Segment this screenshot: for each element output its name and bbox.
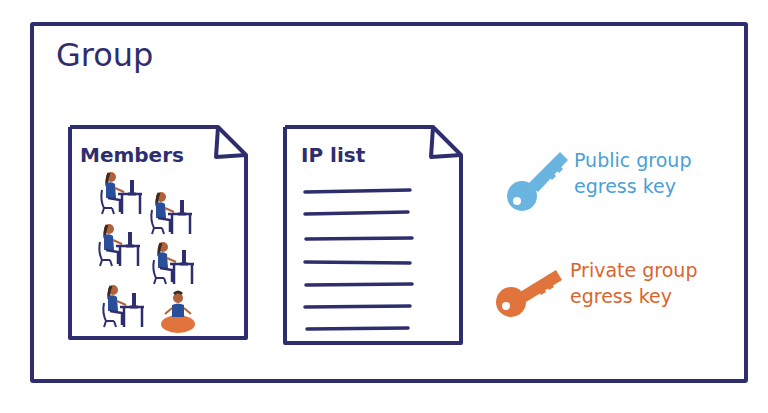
ip-list-lines — [305, 262, 410, 263]
member-figures — [161, 292, 195, 333]
ip-list-lines — [305, 212, 408, 214]
ip-list-lines — [305, 190, 410, 192]
private-key-icon — [496, 270, 562, 317]
private-key-icon — [520, 270, 562, 302]
page-border — [285, 127, 461, 343]
document-page: IP list — [283, 125, 463, 345]
document-page: Members — [68, 125, 248, 340]
member-figures — [101, 172, 142, 214]
private-key-icon — [502, 302, 510, 310]
document-title: IP list — [301, 143, 365, 167]
ip-list-lines — [306, 284, 412, 285]
ip-list-lines — [307, 328, 408, 329]
private-key-icon — [543, 277, 554, 290]
member-figures — [99, 172, 195, 333]
private-key-icon — [535, 282, 546, 295]
member-figures — [151, 192, 192, 234]
ip-list-lines — [305, 190, 412, 329]
key-label: Public group egress key — [574, 148, 734, 199]
page-fold — [431, 127, 461, 157]
group-title: Group — [56, 36, 153, 74]
public-key-icon — [513, 197, 521, 205]
document-title: Members — [80, 143, 184, 167]
public-key-icon — [551, 161, 563, 173]
group-box: GroupMembers IP list — [30, 22, 748, 383]
public-key-icon — [544, 168, 556, 180]
key-label: Private group egress key — [570, 258, 735, 309]
member-figures — [103, 285, 144, 327]
page-fold — [216, 127, 246, 157]
member-figures — [99, 224, 140, 266]
page-border — [70, 127, 246, 338]
ip-list-lines — [306, 238, 412, 239]
ip-list-lines — [305, 306, 410, 307]
public-key-icon — [507, 152, 568, 211]
public-key-icon — [528, 152, 568, 192]
member-figures — [153, 242, 194, 284]
